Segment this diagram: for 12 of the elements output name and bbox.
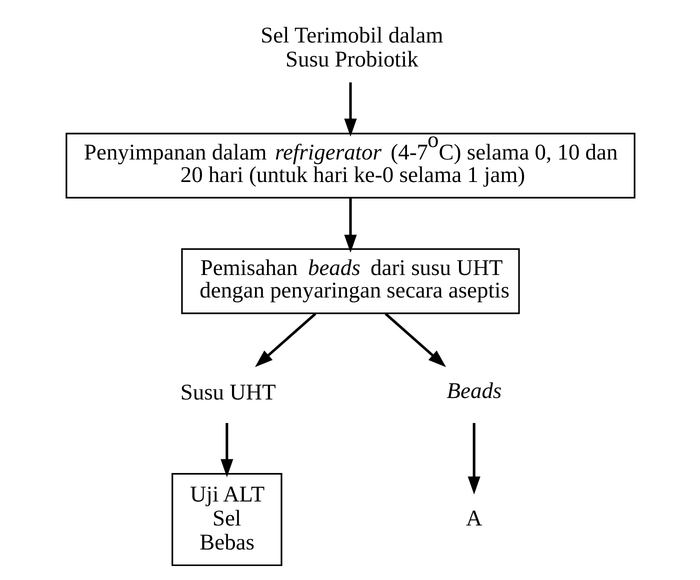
node-text: A bbox=[466, 505, 482, 530]
arrow bbox=[384, 312, 446, 368]
arrow bbox=[467, 423, 480, 494]
arrow bbox=[254, 312, 316, 368]
node-box: Pemisahan beads dari susu UHT dengan penyaringan secara aseptis bbox=[180, 248, 520, 314]
arrow bbox=[344, 82, 356, 137]
node-box: Uji ALT Sel Bebas bbox=[171, 472, 282, 566]
arrow bbox=[220, 423, 233, 478]
node-text: Susu UHT bbox=[180, 379, 276, 404]
node-text: Beads bbox=[446, 378, 502, 403]
node-text: Sel Terimobil dalam Susu Probiotik bbox=[260, 22, 443, 72]
arrow bbox=[344, 198, 356, 253]
